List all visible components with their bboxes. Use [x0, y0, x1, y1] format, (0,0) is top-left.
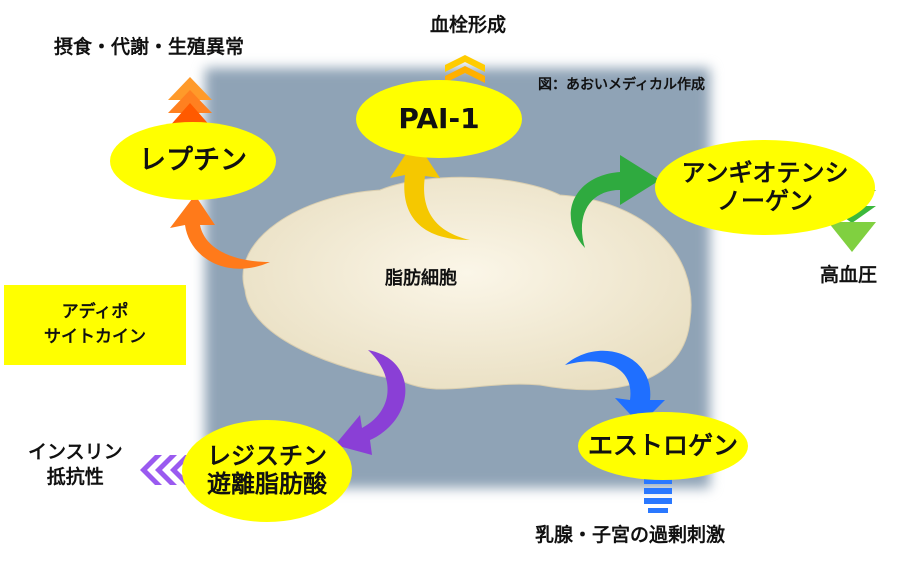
resistin-node: レジスチン 遊離脂肪酸 — [182, 420, 352, 522]
resistin-left-chevrons-icon — [140, 455, 192, 485]
adipocyte-label: 脂肪細胞 — [385, 268, 457, 289]
angiotensinogen-line1: アンギオテンシ — [681, 158, 849, 187]
resistin-effect-label: インスリン 抵抗性 — [28, 440, 123, 489]
credit-label: 図：あおいメディカル作成 — [538, 77, 706, 93]
adipocytokine-line2: サイトカイン — [44, 327, 146, 347]
angiotensinogen-line2: ノーゲン — [717, 186, 813, 215]
angiotensinogen-arrow — [570, 155, 660, 248]
leptin-node: レプチン — [110, 122, 276, 200]
leptin-up-triangles-icon — [168, 77, 212, 128]
pai1-node: PAI-1 — [356, 80, 522, 158]
pai1-arrow — [390, 140, 470, 240]
estrogen-arrow — [565, 350, 665, 425]
pai1-effect-label: 血栓形成 — [430, 14, 507, 36]
estrogen-label: エストロゲン — [587, 430, 738, 460]
angiotensinogen-effect-label: 高血圧 — [820, 264, 878, 286]
angiotensinogen-node: アンギオテンシ ノーゲン — [655, 140, 875, 235]
resistin-effect-line2: 抵抗性 — [46, 465, 104, 488]
pai1-label: PAI-1 — [398, 101, 480, 135]
adipocytokine-box: アディポ サイトカイン — [4, 285, 186, 365]
adipocytokine-line1: アディポ — [61, 301, 129, 322]
estrogen-down-bars-icon — [644, 478, 672, 513]
estrogen-effect-label: 乳腺・子宮の過剰刺激 — [535, 524, 726, 546]
leptin-effect-label: 摂食・代謝・生殖異常 — [54, 36, 245, 58]
resistin-effect-line1: インスリン — [28, 441, 123, 463]
estrogen-node: エストロゲン — [578, 412, 748, 480]
pai1-up-chevrons-icon — [445, 55, 485, 83]
resistin-line2: 遊離脂肪酸 — [207, 470, 327, 498]
leptin-arrow — [170, 195, 270, 269]
leptin-label: レプチン — [139, 145, 247, 177]
resistin-line1: レジスチン — [207, 442, 327, 471]
resistin-arrow — [335, 350, 406, 455]
